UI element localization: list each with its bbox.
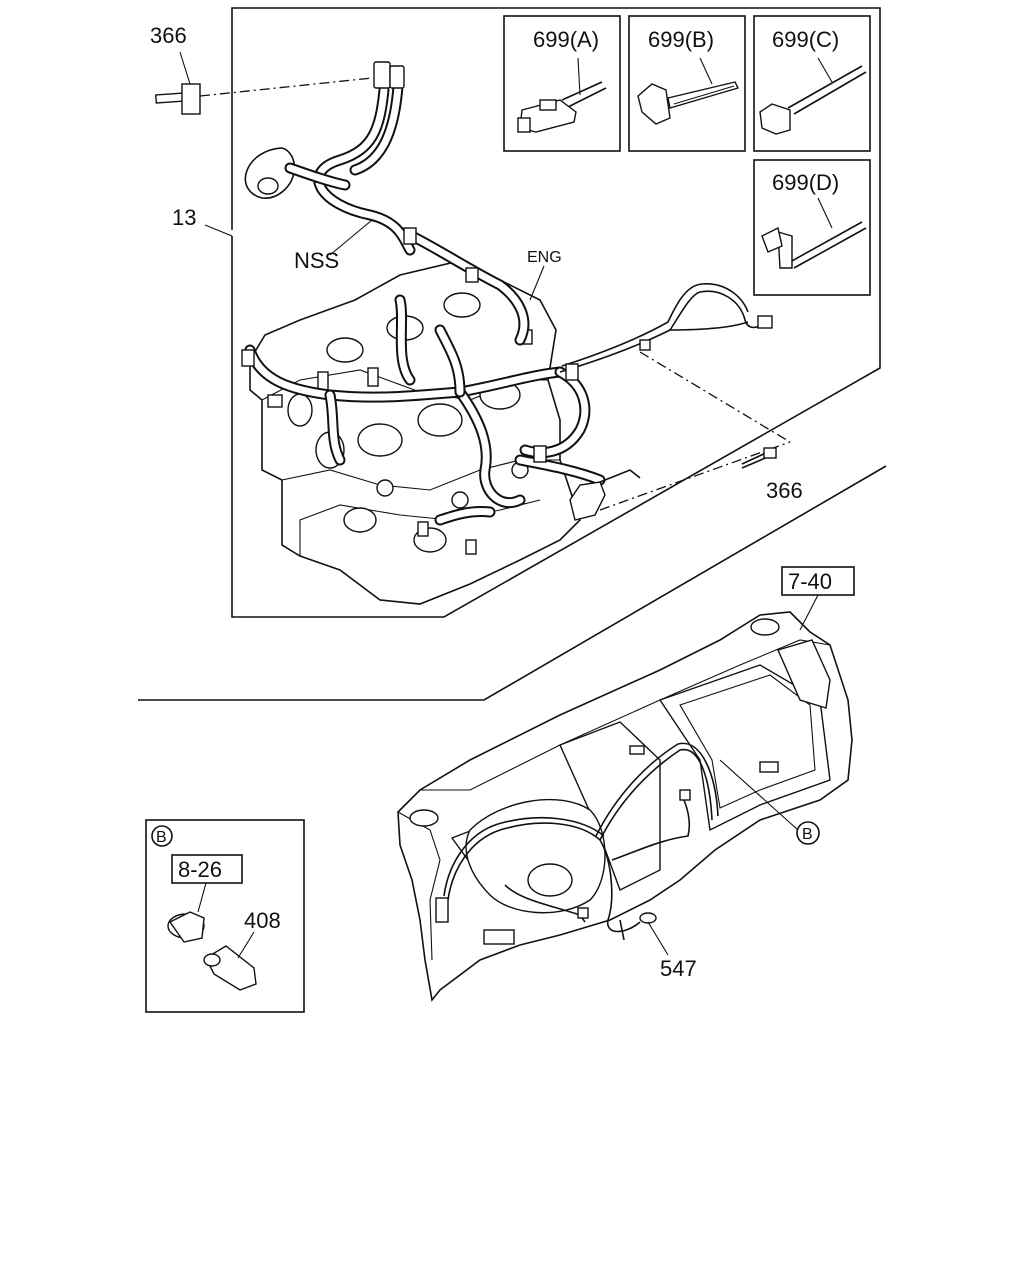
clip-panel-label: 699(A) — [533, 27, 599, 52]
instrument-panel-harness — [435, 742, 719, 941]
leader-547 — [647, 921, 669, 956]
callout-547: 547 — [660, 956, 697, 981]
leader-366-top — [179, 51, 191, 85]
nss-harness — [244, 61, 416, 256]
instrument-panel — [397, 611, 853, 1002]
b-marker-main-text: B — [802, 826, 813, 843]
b-marker-main — [796, 821, 820, 845]
clip-panel-699b: 699(B) — [628, 15, 746, 152]
callout-13: 13 — [172, 205, 196, 230]
clip-panel-label: 699(D) — [772, 170, 839, 195]
leader-13 — [204, 224, 233, 237]
callout-408: 408 — [244, 908, 281, 933]
ref-8-26: 8-26 — [178, 857, 222, 882]
leader-nss — [329, 219, 373, 256]
callout-nss: NSS — [294, 248, 339, 273]
leader-b-main — [719, 759, 799, 831]
engine-block — [249, 261, 581, 605]
leader-7-40 — [799, 594, 819, 631]
ref-7-40: 7-40 — [788, 569, 832, 594]
inset-b: B 8-26 408 — [145, 819, 305, 1013]
clip-panel-699d: 699(D) — [753, 159, 871, 296]
engine-group-frame — [231, 7, 881, 618]
engine-harness — [241, 227, 773, 555]
dashed-link-366-right — [639, 351, 791, 443]
callout-366-right: 366 — [766, 478, 803, 503]
dashed-link-366 — [199, 77, 373, 97]
clip-panel-label: 699(C) — [772, 27, 839, 52]
clip-panel-699c: 699(C) — [753, 15, 871, 152]
clip-panel-label: 699(B) — [648, 27, 714, 52]
callout-366-top: 366 — [150, 23, 187, 48]
section-divider — [138, 465, 887, 701]
callout-eng: ENG — [527, 249, 562, 266]
b-marker-inset — [151, 825, 173, 847]
connector-366-top — [155, 83, 201, 115]
dashed-link-366-right-2 — [599, 441, 791, 511]
b-marker-inset-text: B — [156, 829, 167, 846]
clip-panel-699a: 699(A) — [503, 15, 621, 152]
leader-eng — [529, 265, 545, 301]
ref-box-8-26 — [171, 854, 243, 884]
connector-366-right — [741, 447, 777, 469]
